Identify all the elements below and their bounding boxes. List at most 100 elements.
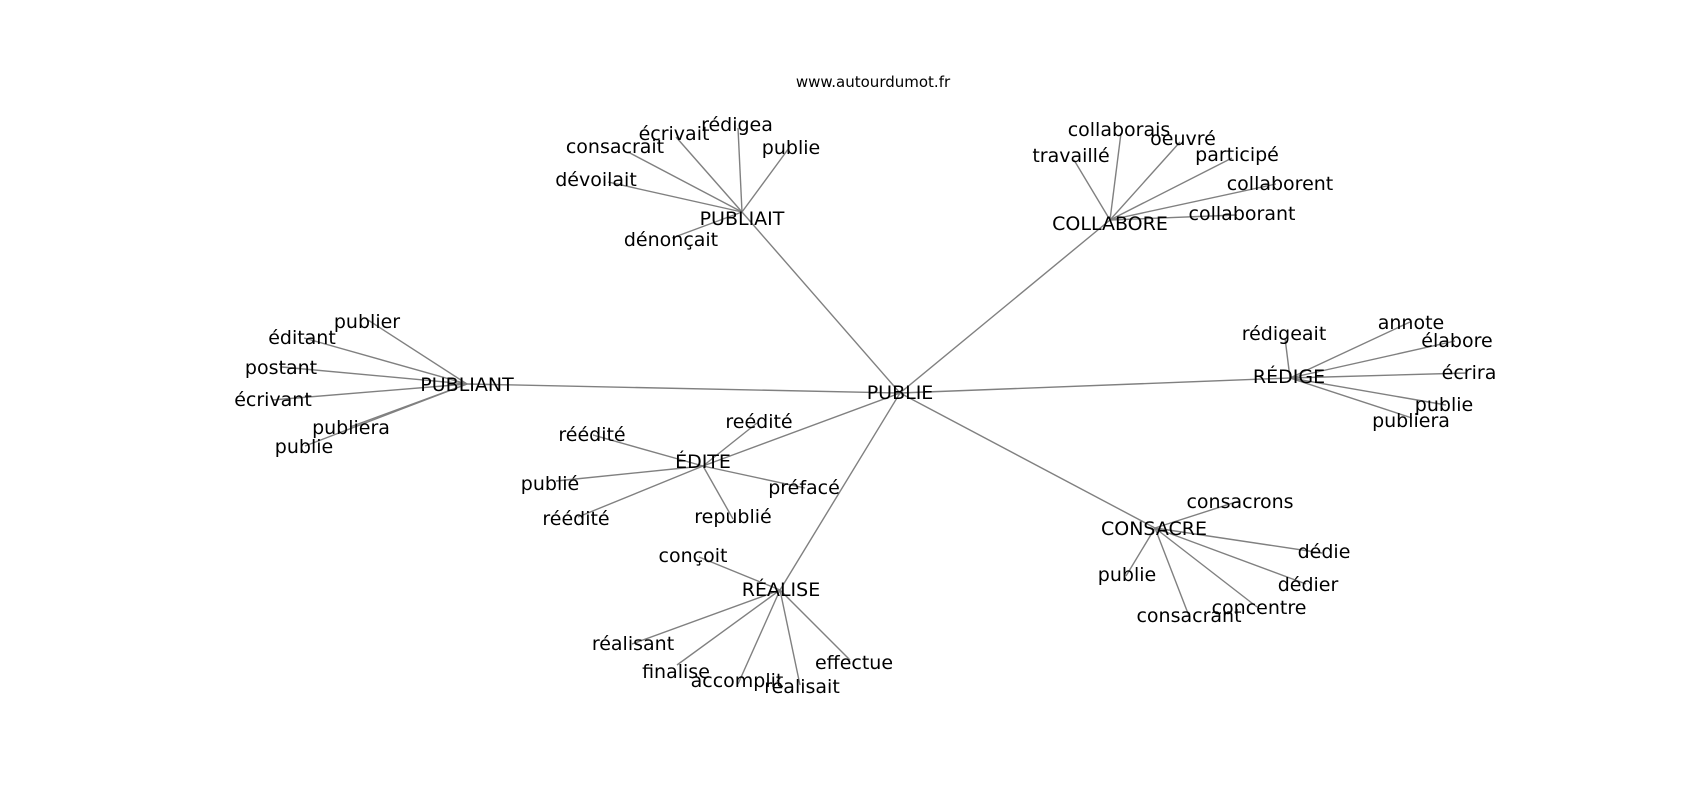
center-to-hub-edge: [899, 392, 1156, 529]
leaf-node-label: écrira: [1442, 362, 1497, 384]
leaf-node-label: publie: [1098, 564, 1156, 586]
hub-node-label: COLLABORE: [1052, 213, 1168, 235]
hub-to-leaf-edge: [271, 383, 468, 401]
hub-to-leaf-edge: [592, 434, 704, 467]
leaf-node-label: effectue: [815, 652, 893, 674]
hub-to-leaf-edge: [1154, 527, 1307, 585]
leaf-node-label: participé: [1195, 144, 1279, 166]
hub-to-leaf-edge: [779, 589, 801, 686]
center-to-hub-edge: [899, 377, 1291, 394]
center-to-hub-edge: [899, 219, 1111, 394]
hub-to-leaf-edge: [741, 147, 790, 213]
hub-to-leaf-edge: [1154, 527, 1323, 554]
leaf-node-label: publiera: [312, 417, 390, 439]
leaf-node-label: éditant: [268, 327, 336, 349]
hub-to-leaf-edge: [631, 589, 781, 645]
leaf-node-label: dénonçait: [624, 229, 718, 251]
hub-to-leaf-edge: [1073, 159, 1111, 221]
leaf-node-label: dévoilait: [555, 169, 637, 191]
leaf-node-label: rédigeait: [1242, 323, 1327, 345]
hub-to-leaf-edge: [1109, 141, 1181, 221]
center-to-hub-edge: [741, 211, 901, 394]
leaf-node-label: reédité: [725, 411, 792, 433]
hub-to-leaf-edge: [1289, 321, 1411, 379]
hub-to-leaf-edge: [676, 589, 781, 666]
center-to-hub-edge: [702, 392, 901, 467]
center-node-label: PUBLIE: [867, 382, 934, 404]
leaf-node-label: publiera: [1372, 410, 1450, 432]
leaf-node-label: consacrait: [566, 136, 664, 158]
source-watermark: www.autourdumot.fr: [796, 73, 951, 91]
hub-to-leaf-edge: [702, 465, 734, 520]
hub-node-label: PUBLIANT: [420, 374, 514, 396]
hub-to-leaf-edge: [1154, 527, 1258, 608]
hub-to-leaf-edge: [737, 589, 781, 685]
hub-to-leaf-edge: [1289, 377, 1447, 406]
hub-to-leaf-edge: [1109, 183, 1277, 221]
hub-node-label: RÉALISE: [742, 578, 820, 601]
hub-to-leaf-edge: [1289, 340, 1456, 379]
leaf-node-label: réalisant: [592, 633, 674, 655]
leaf-node-label: annote: [1378, 312, 1445, 334]
hub-to-leaf-edge: [698, 556, 781, 591]
hub-to-leaf-edge: [1289, 377, 1413, 419]
leaf-node-label: réédité: [558, 424, 625, 446]
hub-to-leaf-edge: [303, 337, 468, 385]
leaf-node-label: dédie: [1298, 541, 1351, 563]
hub-to-leaf-edge: [577, 465, 704, 518]
hub-to-leaf-edge: [702, 465, 806, 489]
hub-to-leaf-edge: [1109, 214, 1238, 221]
graph-edges: [271, 127, 1468, 686]
leaf-node-label: réalisait: [764, 676, 840, 698]
hub-to-leaf-edge: [1125, 527, 1156, 577]
hub-to-leaf-edge: [627, 151, 743, 213]
hub-to-leaf-edge: [1109, 157, 1233, 221]
hub-node-label: CONSACRE: [1101, 518, 1207, 540]
hub-to-leaf-edge: [737, 127, 743, 213]
leaf-node-label: écrivait: [639, 123, 710, 145]
leaf-node-label: accomplit: [691, 670, 784, 692]
leaf-node-label: collaborant: [1189, 203, 1296, 225]
hub-to-leaf-edge: [607, 181, 743, 213]
leaf-node-label: préfacé: [768, 477, 840, 499]
hub-to-leaf-edge: [779, 589, 851, 661]
leaf-node-label: conçoit: [659, 545, 728, 567]
leaf-node-label: postant: [245, 357, 317, 379]
leaf-node-label: dédier: [1278, 574, 1339, 596]
hub-to-leaf-edge: [702, 422, 758, 467]
leaf-node-label: republié: [694, 506, 772, 528]
hub-to-leaf-edge: [367, 319, 468, 385]
hub-node-label: ÉDITE: [675, 450, 731, 473]
leaf-node-label: collaborent: [1227, 173, 1334, 195]
center-to-hub-edge: [779, 392, 901, 591]
hub-to-leaf-edge: [555, 465, 704, 482]
hub-to-leaf-edge: [675, 136, 743, 213]
leaf-node-label: rédigea: [701, 114, 773, 136]
leaf-node-label: publier: [334, 311, 400, 333]
leaf-node-label: élabore: [1421, 330, 1492, 352]
leaf-node-label: oeuvré: [1150, 128, 1216, 150]
hub-to-leaf-edge: [671, 211, 743, 239]
hub-to-leaf-edge: [1289, 372, 1468, 379]
hub-node-label: RÉDIGE: [1253, 365, 1325, 388]
hub-to-leaf-edge: [1284, 337, 1291, 379]
center-to-hub-edge: [466, 383, 901, 394]
hub-to-leaf-edge: [1109, 132, 1122, 221]
hub-to-leaf-edge: [304, 383, 468, 447]
leaf-node-label: consacrant: [1136, 605, 1241, 627]
leaf-node-label: publie: [762, 137, 820, 159]
leaf-node-label: consacrons: [1186, 491, 1293, 513]
leaf-node-label: publie: [1415, 394, 1473, 416]
hub-to-leaf-edge: [281, 366, 468, 385]
hub-to-leaf-edge: [1154, 500, 1240, 529]
leaf-node-label: concentre: [1212, 597, 1307, 619]
leaf-node-label: écrivant: [234, 389, 312, 411]
leaf-node-label: finalise: [642, 661, 710, 683]
hub-to-leaf-edge: [1154, 527, 1190, 617]
leaf-node-label: publie: [275, 436, 333, 458]
leaf-node-label: publié: [521, 473, 579, 495]
leaf-node-label: travaillé: [1032, 145, 1109, 167]
leaf-node-label: collaborais: [1068, 119, 1171, 141]
graph-labels: www.autourdumot.fr PUBLIE rédigeaécrivai…: [234, 73, 1496, 698]
